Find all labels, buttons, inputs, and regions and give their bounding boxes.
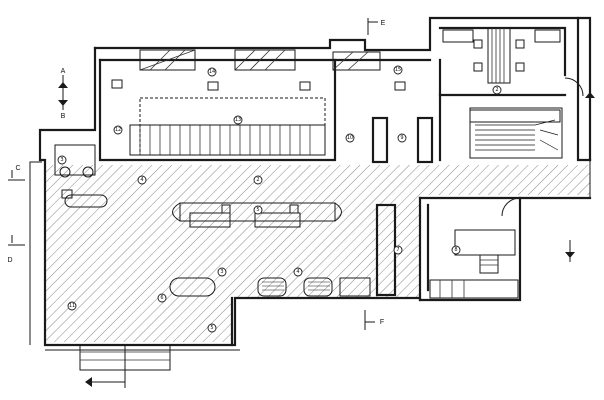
staircase xyxy=(469,107,563,159)
section-a-label: A xyxy=(61,68,66,75)
svg-text:14: 14 xyxy=(209,69,215,75)
room-number-3: 3 xyxy=(57,155,67,165)
svg-text:11: 11 xyxy=(69,303,75,309)
section-markers: A B C D E F xyxy=(7,18,595,387)
room-number-5b: 5 xyxy=(207,323,217,333)
room-number-10: 10 xyxy=(345,133,355,143)
section-mark-f: F xyxy=(364,310,384,330)
section-mark-right-upper xyxy=(585,92,595,110)
hatched-floor-area xyxy=(45,165,590,342)
svg-text:5: 5 xyxy=(210,325,213,331)
svg-text:5: 5 xyxy=(256,207,259,213)
section-d-label: D xyxy=(7,257,12,264)
section-b-label: B xyxy=(61,113,66,120)
office-room xyxy=(429,197,521,299)
room-number-12: 12 xyxy=(113,125,123,135)
room-number-9: 9 xyxy=(397,133,407,143)
svg-text:7: 7 xyxy=(396,247,399,253)
section-mark-right-lower xyxy=(565,240,575,262)
section-mark-d: D xyxy=(7,235,25,264)
entry-furniture xyxy=(54,144,108,208)
windows-top xyxy=(139,49,381,71)
interior-walls xyxy=(98,26,567,347)
section-mark-e: E xyxy=(367,18,386,35)
section-mark-b-top: B xyxy=(58,100,68,120)
room-number-7: 7 xyxy=(393,245,403,255)
svg-text:15: 15 xyxy=(395,67,401,73)
section-c-label: C xyxy=(15,165,20,172)
room-number-11: 11 xyxy=(67,301,77,311)
svg-text:10: 10 xyxy=(347,135,353,141)
svg-text:3: 3 xyxy=(220,269,223,275)
counter-shelving xyxy=(111,79,406,156)
svg-text:4: 4 xyxy=(296,269,299,275)
room-number-6: 6 xyxy=(157,293,167,303)
room-number-4b: 4 xyxy=(293,267,303,277)
entrance-steps xyxy=(79,344,171,388)
svg-text:2: 2 xyxy=(256,177,259,183)
room-number-5: 5 xyxy=(253,205,263,215)
section-e-label: E xyxy=(381,20,386,27)
svg-text:13: 13 xyxy=(235,117,241,123)
section-f-label: F xyxy=(380,319,384,326)
room-number-bubbles: 2 3 4 5 6 7 8 9 10 11 12 13 14 15 2 3 4 … xyxy=(57,65,502,333)
room-number-14: 14 xyxy=(207,67,217,77)
room-number-4: 4 xyxy=(137,175,147,185)
room-number-2b: 2 xyxy=(492,85,502,95)
room-number-2: 2 xyxy=(253,175,263,185)
dining-area xyxy=(442,27,584,97)
room-number-8: 8 xyxy=(451,245,461,255)
section-mark-bottom xyxy=(85,377,125,387)
exterior-walls xyxy=(29,16,592,351)
lower-display-row xyxy=(169,277,371,297)
room-number-3b: 3 xyxy=(217,267,227,277)
svg-text:4: 4 xyxy=(140,177,143,183)
svg-text:12: 12 xyxy=(115,127,121,133)
display-island xyxy=(172,202,342,228)
svg-text:2: 2 xyxy=(495,87,498,93)
svg-text:8: 8 xyxy=(454,247,457,253)
room-number-13: 13 xyxy=(233,115,243,125)
svg-text:3: 3 xyxy=(60,157,63,163)
svg-text:9: 9 xyxy=(400,135,403,141)
room-number-15: 15 xyxy=(393,65,403,75)
svg-text:6: 6 xyxy=(160,295,163,301)
section-mark-c: C xyxy=(8,165,25,181)
